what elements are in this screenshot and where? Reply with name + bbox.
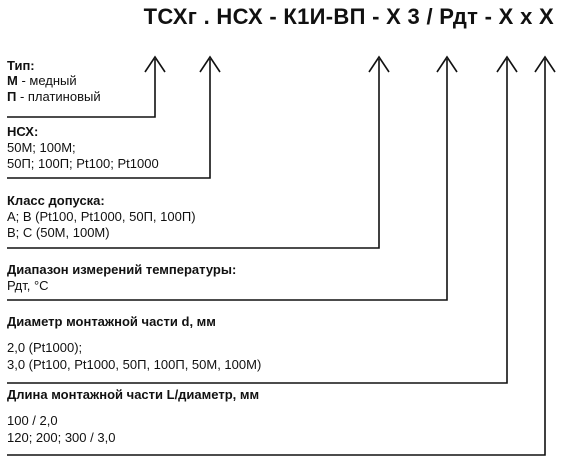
- connector-length: [7, 59, 546, 456]
- type-line-1: М - медный: [7, 73, 77, 88]
- type-key-1: М: [7, 73, 18, 88]
- length-line-1: 100 / 2,0: [7, 413, 58, 428]
- range-line-1: Рдт, °С: [7, 278, 49, 293]
- diameter-title: Диаметр монтажной части d, мм: [7, 314, 216, 329]
- designation-code: ТСХг . НСХ - К1И-ВП - Х 3 / Рдт - Х х Х: [143, 4, 554, 29]
- connector-range: [7, 59, 448, 301]
- connector-class: [7, 59, 380, 249]
- arrow-head-diameter: [496, 55, 518, 73]
- arrow-head-length: [534, 55, 556, 73]
- connector-nsh: [7, 59, 211, 179]
- type-line-2: П - платиновый: [7, 89, 101, 104]
- class-line-1: А; В (Pt100, Pt1000, 50П, 100П): [7, 209, 196, 224]
- connector-type: [7, 59, 156, 118]
- arrow-head-range: [436, 55, 458, 73]
- connector-diameter: [7, 59, 508, 384]
- range-title: Диапазон измерений температуры:: [7, 262, 237, 277]
- class-line-2: В; С (50М, 100М): [7, 225, 110, 240]
- class-title: Класс допуска:: [7, 193, 105, 208]
- type-key-2: П: [7, 89, 17, 104]
- diameter-line-1: 2,0 (Pt1000);: [7, 340, 83, 355]
- type-desc-2: - платиновый: [16, 89, 101, 104]
- nsh-title: НСХ:: [7, 124, 39, 139]
- length-title: Длина монтажной части L/диаметр, мм: [7, 387, 260, 402]
- nsh-line-2: 50П; 100П; Pt100; Pt1000: [7, 156, 159, 171]
- arrow-head-nsh: [199, 55, 221, 73]
- arrow-head-type: [144, 55, 166, 73]
- type-desc-1: - медный: [17, 73, 77, 88]
- nsh-line-1: 50М; 100М;: [7, 140, 76, 155]
- type-title: Тип:: [7, 58, 35, 73]
- diameter-line-2: 3,0 (Pt100, Pt1000, 50П, 100П, 50М, 100М…: [7, 357, 262, 372]
- arrow-head-class: [368, 55, 390, 73]
- length-line-2: 120; 200; 300 / 3,0: [7, 430, 116, 445]
